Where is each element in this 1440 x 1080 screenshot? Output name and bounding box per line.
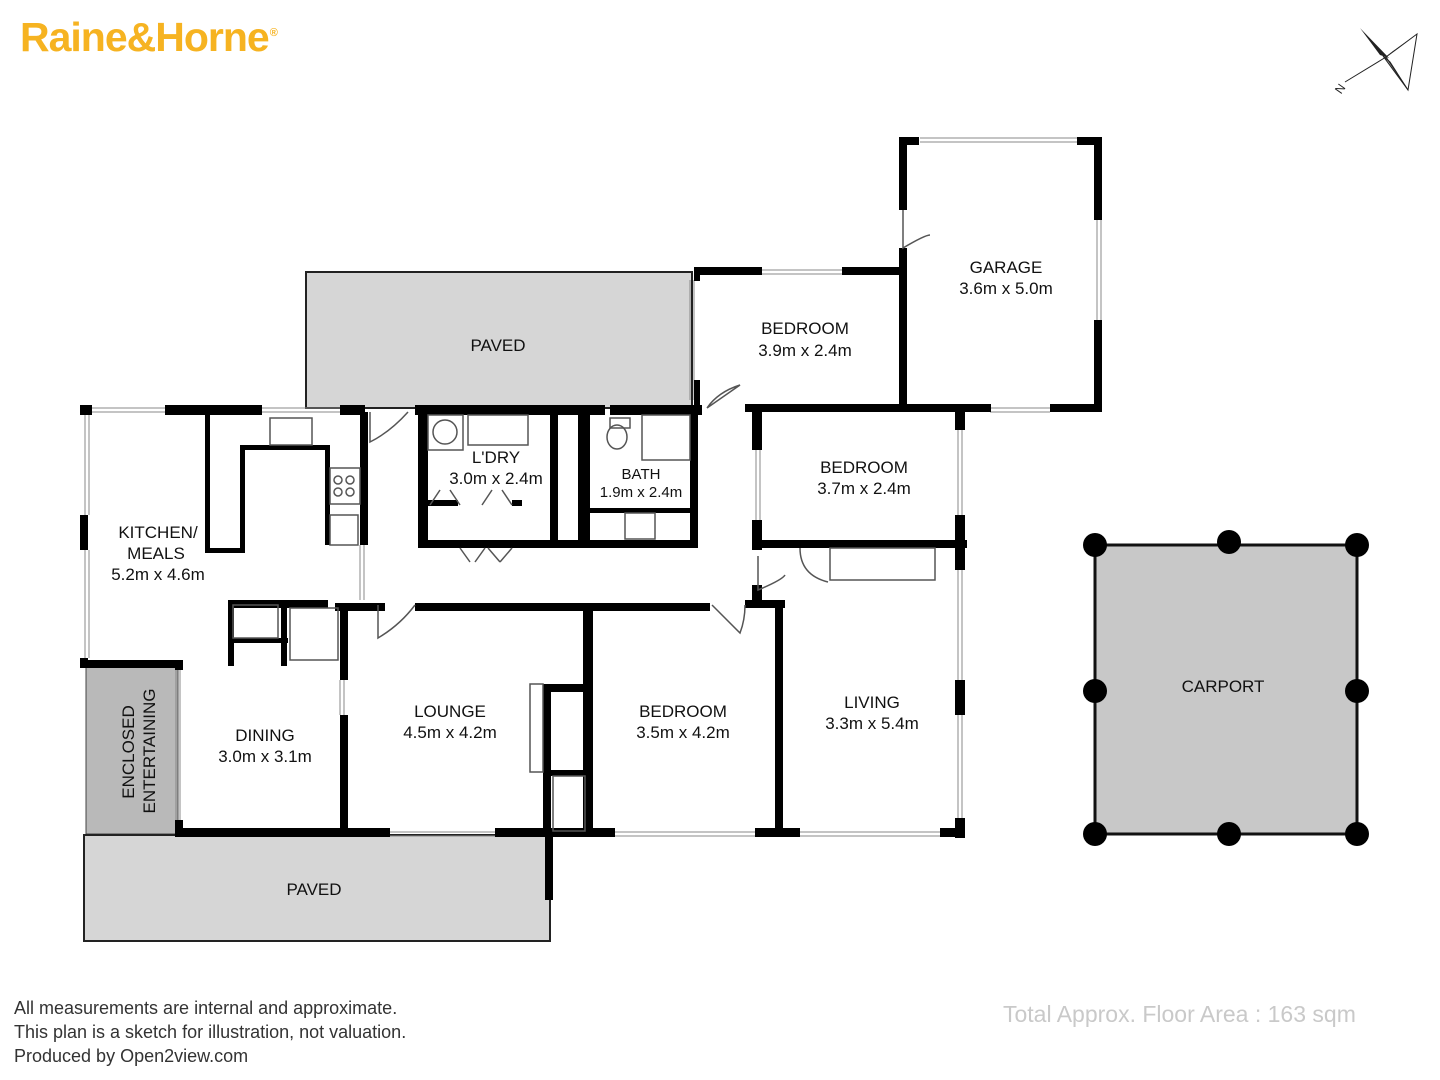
- disclaimer-line: All measurements are internal and approx…: [14, 998, 398, 1018]
- carport-posts: [1083, 530, 1369, 846]
- bedroom-right-label: BEDROOM: [820, 458, 908, 477]
- lounge-size: 4.5m x 4.2m: [403, 723, 497, 742]
- kitchen-size: 5.2m x 4.6m: [111, 565, 205, 584]
- kitchen-label-line2: MEALS: [127, 544, 185, 563]
- window-lines: [84, 137, 1102, 837]
- compass-north-label: N: [1332, 81, 1348, 96]
- paved-top-area: [305, 271, 693, 409]
- carport-label: CARPORT: [1182, 677, 1265, 696]
- laundry-size: 3.0m x 2.4m: [449, 469, 543, 488]
- enclosed-label-line1: ENCLOSED: [119, 705, 138, 799]
- garage-label: GARAGE: [970, 258, 1043, 277]
- enclosed-entertaining-area: [85, 665, 179, 835]
- bath-size: 1.9m x 2.4m: [600, 484, 683, 501]
- fixtures: [232, 414, 936, 832]
- bedroom-top-label: BEDROOM: [761, 319, 849, 338]
- doors: [369, 210, 931, 640]
- walls: [80, 137, 1102, 900]
- living-size: 3.3m x 5.4m: [825, 714, 919, 733]
- paved-bottom-label: PAVED: [286, 880, 341, 899]
- total-floor-area: Total Approx. Floor Area : 163 sqm: [1003, 1001, 1356, 1027]
- bedroom-top-size: 3.9m x 2.4m: [758, 341, 852, 360]
- lounge-label: LOUNGE: [414, 702, 486, 721]
- compass-icon: N: [1332, 28, 1418, 96]
- bath-label: BATH: [622, 466, 661, 483]
- brand-name: Raine&Horne: [20, 14, 270, 60]
- bedroom-right-size: 3.7m x 2.4m: [817, 479, 911, 498]
- dining-label: DINING: [235, 726, 295, 745]
- disclaimer-line: Produced by Open2view.com: [14, 1046, 249, 1066]
- living-label: LIVING: [844, 693, 900, 712]
- bedroom-mid-label: BEDROOM: [639, 702, 727, 721]
- bedroom-mid-size: 3.5m x 4.2m: [636, 723, 730, 742]
- paved-bottom-area: [83, 834, 551, 942]
- enclosed-label-line2: ENTERTAINING: [140, 689, 159, 814]
- kitchen-label-line1: KITCHEN/: [118, 523, 198, 542]
- brand-logo: Raine&Horne®: [20, 14, 278, 60]
- paved-top-label: PAVED: [470, 336, 525, 355]
- disclaimer: All measurements are internal and approx…: [14, 996, 406, 1068]
- laundry-label: L'DRY: [472, 448, 520, 467]
- dining-size: 3.0m x 3.1m: [218, 747, 312, 766]
- garage-size: 3.6m x 5.0m: [959, 279, 1053, 298]
- disclaimer-line: This plan is a sketch for illustration, …: [14, 1022, 407, 1042]
